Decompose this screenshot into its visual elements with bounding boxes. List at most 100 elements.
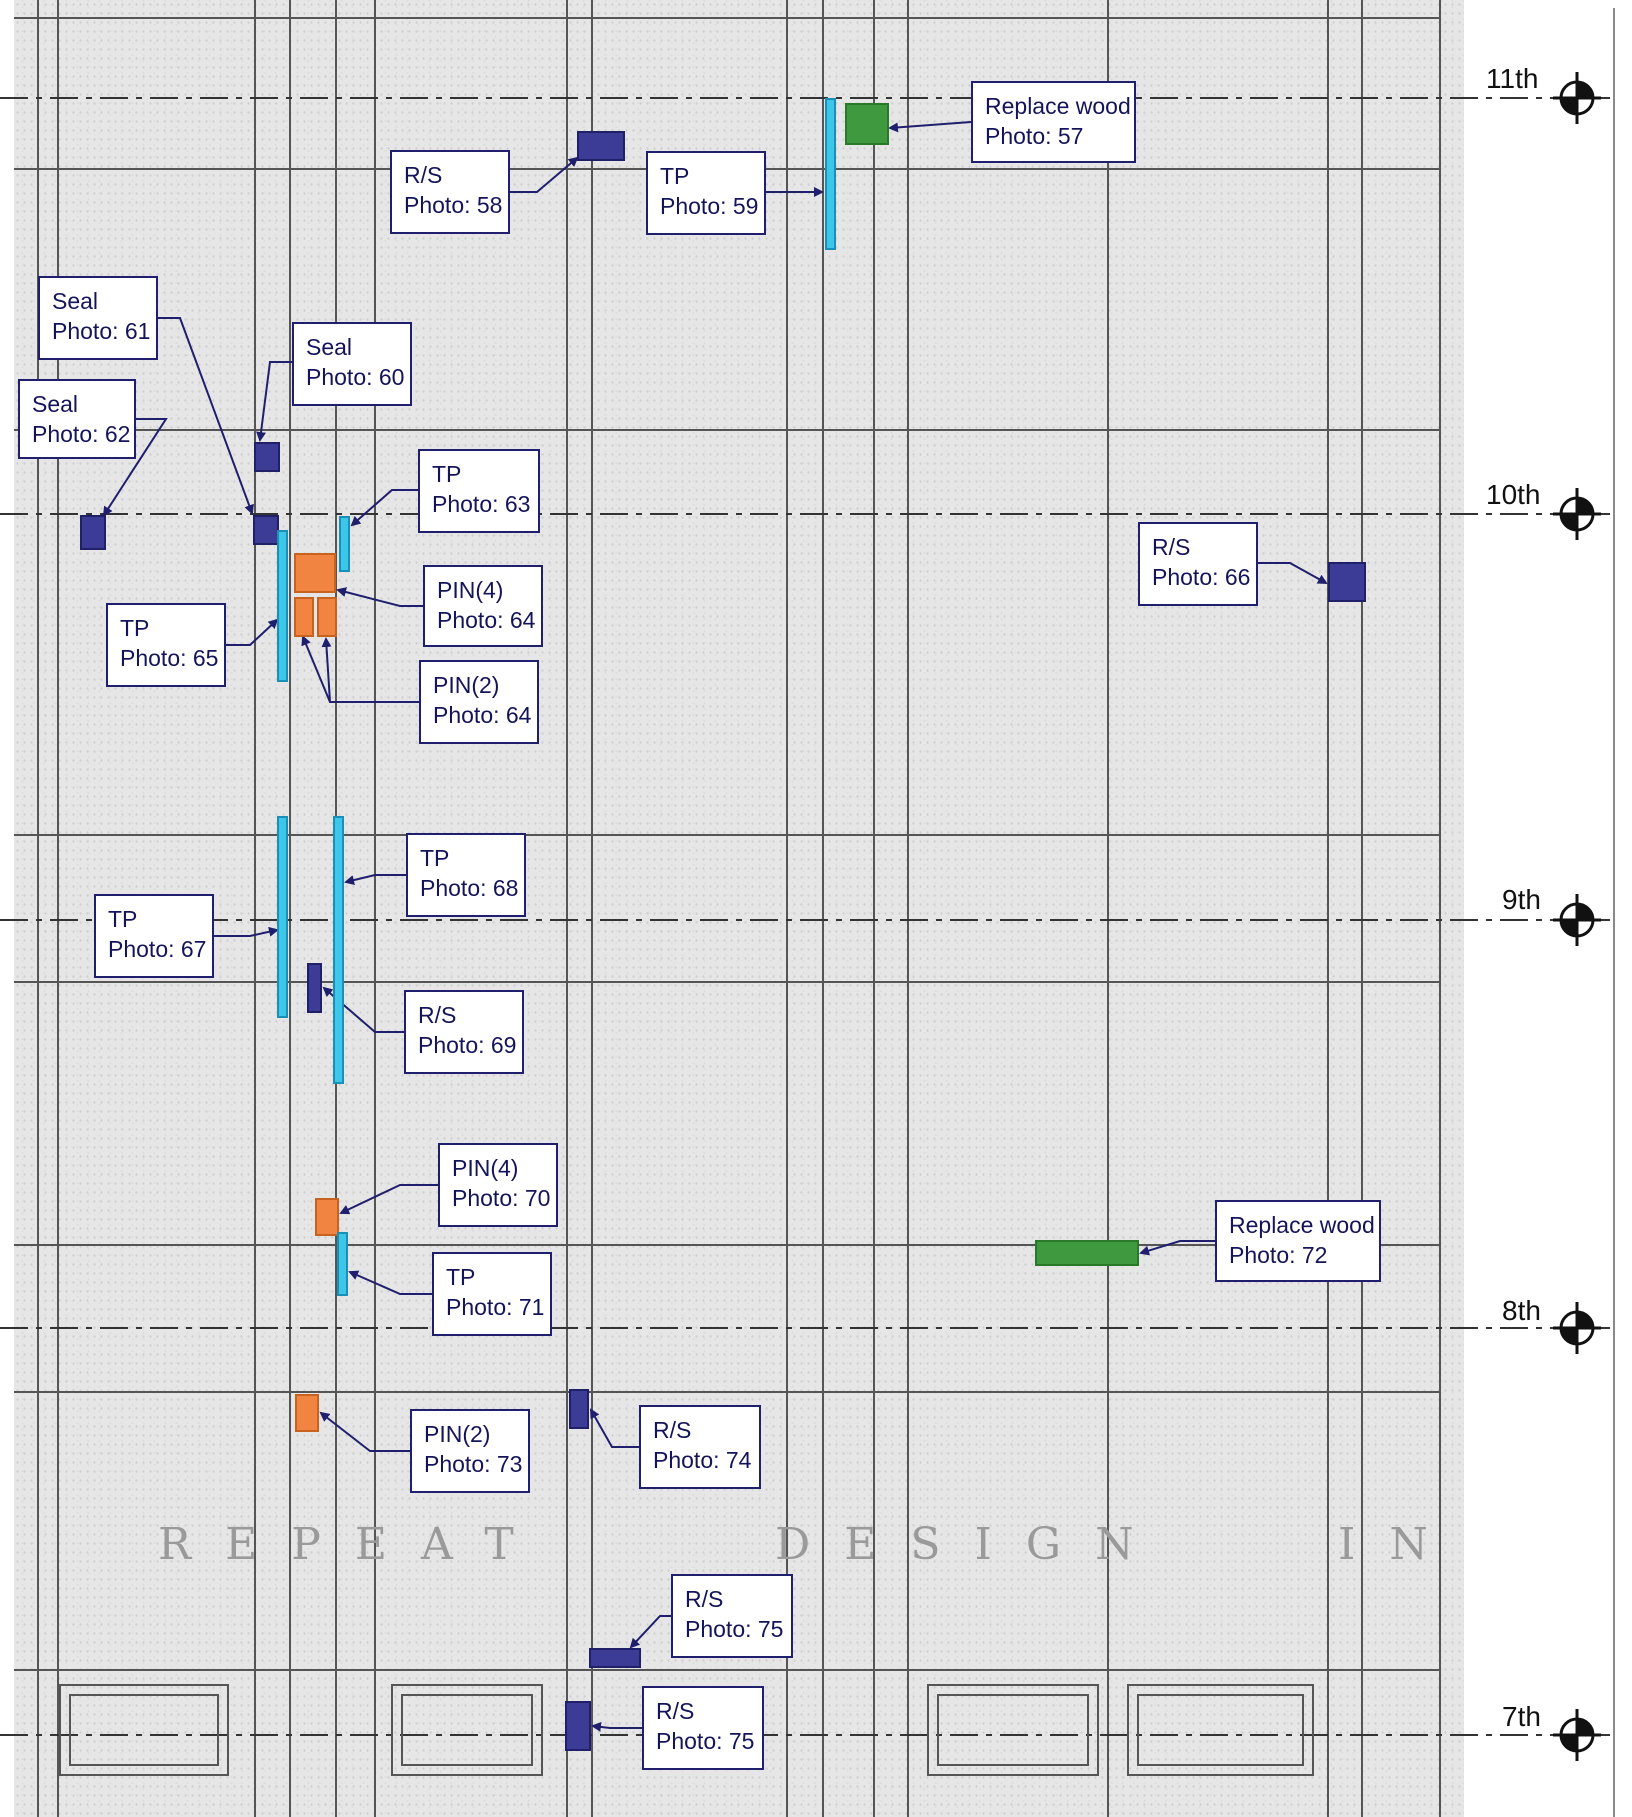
callout-seal-62[interactable]: Seal Photo: 62 (18, 379, 136, 459)
tp-marker-67[interactable] (277, 816, 288, 1018)
lower-panel-inner-1 (401, 1694, 533, 1766)
callout-leader-10 (301, 635, 419, 703)
callout-photo: Photo: 73 (424, 1451, 523, 1477)
rs-marker-75a[interactable] (589, 1648, 641, 1668)
seal-marker-61[interactable] (253, 515, 279, 545)
callout-title: TP (420, 845, 450, 871)
callout-leaders (102, 121, 1328, 1732)
level-datum-quadrant-b (1561, 1328, 1577, 1344)
callout-seal-60[interactable]: Seal Photo: 60 (292, 322, 412, 406)
callout-leader-5 (102, 418, 168, 517)
level-datum-quadrant-a (1577, 904, 1593, 920)
lower-panels (59, 1684, 1314, 1776)
callout-title: Seal (306, 334, 353, 360)
callout-photo: Photo: 62 (32, 421, 131, 447)
tp-marker-68[interactable] (333, 816, 344, 1084)
lower-panel-inner-0 (69, 1694, 219, 1766)
pin-2-marker-73[interactable] (295, 1394, 319, 1432)
lower-panel-outer-3 (1127, 1684, 1314, 1776)
callout-rs-58[interactable]: R/S Photo: 58 (390, 150, 510, 234)
level-datum-quadrant-b (1561, 1735, 1577, 1751)
pin-4-marker-70[interactable] (315, 1198, 339, 1236)
callout-leader-3 (158, 317, 254, 515)
drawing-text-in: IN (1338, 1519, 1462, 1570)
callout-title: TP (120, 615, 150, 641)
architectural-linework (14, 0, 1441, 1817)
rs-marker-75b[interactable] (565, 1701, 591, 1751)
pin-2-marker-64b[interactable] (317, 597, 337, 637)
callout-title: TP (446, 1264, 476, 1290)
callout-title: R/S (685, 1586, 724, 1612)
callout-leader-15 (339, 1184, 438, 1215)
callout-seal-61[interactable]: Seal Photo: 61 (38, 276, 158, 360)
level-datum-icon (1553, 894, 1601, 946)
pin-4-marker-64[interactable] (294, 553, 336, 593)
level-label-9th: 9th (1502, 884, 1541, 915)
callout-photo: Photo: 57 (985, 123, 1084, 149)
pin-2-marker-64a[interactable] (294, 597, 314, 637)
callout-title: TP (108, 906, 138, 932)
callout-photo: Photo: 69 (418, 1032, 517, 1058)
replace-wood-marker-72[interactable] (1035, 1240, 1139, 1266)
rs-marker-66[interactable] (1328, 562, 1366, 602)
callout-photo: Photo: 72 (1229, 1242, 1328, 1268)
lower-panel-outer-2 (927, 1684, 1099, 1776)
callout-photo: Photo: 70 (452, 1185, 551, 1211)
rs-marker-74[interactable] (569, 1389, 589, 1429)
seal-marker-62[interactable] (80, 515, 106, 550)
callout-leader-11 (321, 637, 332, 703)
level-datum-icon (1553, 1302, 1601, 1354)
level-datum-icon (1553, 1709, 1601, 1761)
callout-title: R/S (656, 1698, 695, 1724)
level-datum-quadrant-b (1561, 920, 1577, 936)
drawing-text-design: DESIGN (775, 1519, 1168, 1570)
level-datum-icon (1553, 72, 1601, 124)
tp-marker-59[interactable] (825, 98, 836, 250)
callout-photo: Photo: 59 (660, 193, 759, 219)
tp-marker-65[interactable] (277, 530, 288, 682)
callout-tp-71[interactable]: TP Photo: 71 (432, 1252, 552, 1336)
callout-rs-74[interactable]: R/S Photo: 74 (639, 1405, 761, 1489)
callout-photo: Photo: 64 (433, 702, 532, 728)
callout-photo: Photo: 61 (52, 318, 151, 344)
callout-leader-4 (256, 361, 292, 442)
tp-marker-63[interactable] (339, 516, 350, 572)
callout-photo: Photo: 71 (446, 1294, 545, 1320)
callout-leader-13 (214, 926, 279, 937)
replace-wood-marker-57[interactable] (845, 103, 889, 145)
callout-tp-65[interactable]: TP Photo: 65 (106, 603, 226, 687)
callout-rs-75a[interactable]: R/S Photo: 75 (671, 1574, 793, 1658)
sheet-frame-right (1613, 8, 1615, 1817)
callout-title: PIN(4) (437, 577, 504, 603)
callout-rs-66[interactable]: R/S Photo: 66 (1138, 522, 1258, 606)
callout-pin-4-64[interactable]: PIN(4) Photo: 64 (423, 565, 543, 647)
callout-leader-20 (629, 1615, 671, 1649)
callout-rs-75b[interactable]: R/S Photo: 75 (642, 1686, 764, 1770)
lower-panel-inner-2 (937, 1694, 1089, 1766)
callout-photo: Photo: 74 (653, 1447, 752, 1473)
callout-tp-63[interactable]: TP Photo: 63 (418, 449, 540, 533)
callout-replace-wood-57[interactable]: Replace wood Photo: 57 (971, 81, 1136, 163)
level-datum-icon (1553, 488, 1601, 540)
level-label-10th: 10th (1486, 479, 1541, 510)
callout-leader-8 (336, 587, 423, 607)
callout-leader-21 (591, 1721, 642, 1732)
callout-photo: Photo: 65 (120, 645, 219, 671)
rs-marker-69[interactable] (307, 963, 322, 1013)
callout-pin-2-64[interactable]: PIN(2) Photo: 64 (419, 660, 539, 744)
rs-marker-58[interactable] (577, 131, 625, 161)
level-datum-quadrant-a (1577, 1719, 1593, 1735)
seal-marker-60[interactable] (254, 442, 280, 472)
callout-tp-59[interactable]: TP Photo: 59 (646, 151, 766, 235)
callout-pin-2-73[interactable]: PIN(2) Photo: 73 (410, 1409, 530, 1493)
level-label-7th: 7th (1502, 1701, 1541, 1732)
callout-rs-69[interactable]: R/S Photo: 69 (404, 990, 524, 1074)
callout-leader-6 (350, 489, 418, 527)
callout-photo: Photo: 64 (437, 607, 536, 633)
callout-tp-68[interactable]: TP Photo: 68 (406, 833, 526, 917)
callout-pin-4-70[interactable]: PIN(4) Photo: 70 (438, 1143, 558, 1227)
tp-marker-71[interactable] (337, 1232, 348, 1296)
callout-replace-wood-72[interactable]: Replace wood Photo: 72 (1215, 1200, 1381, 1282)
callout-tp-67[interactable]: TP Photo: 67 (94, 894, 214, 978)
